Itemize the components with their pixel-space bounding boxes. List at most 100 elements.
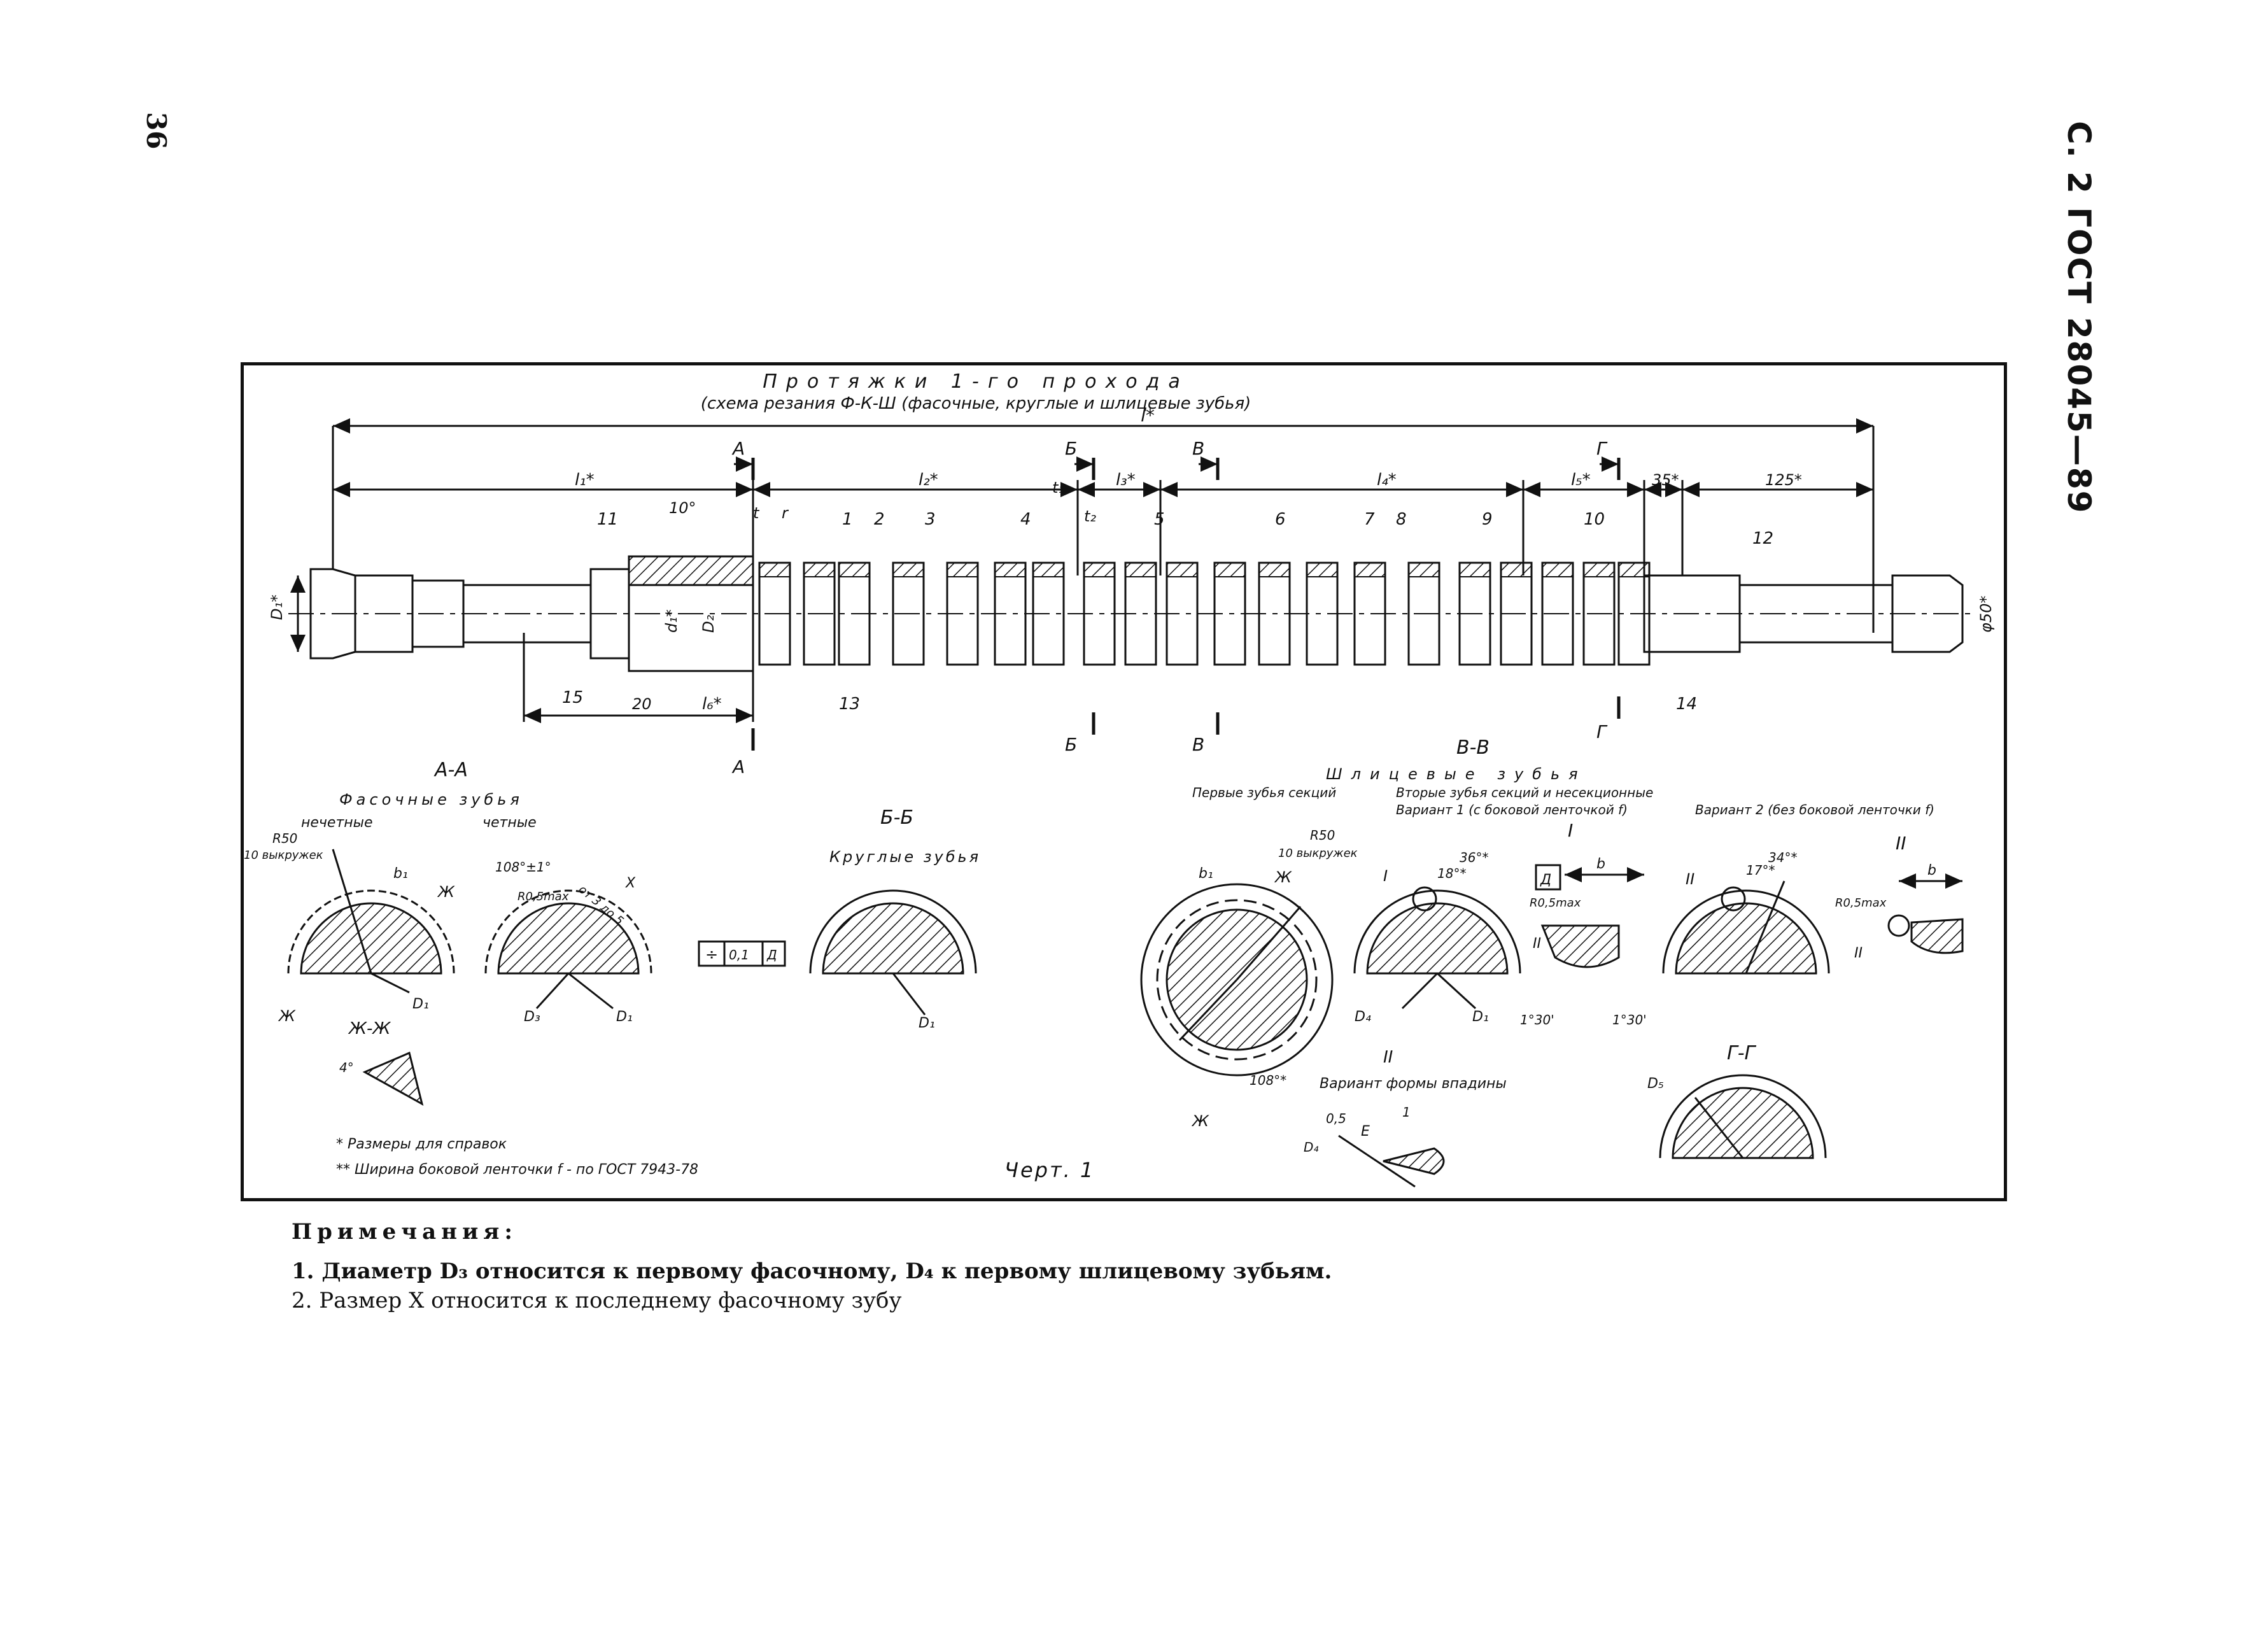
drawing-subtitle: (схема резания Ф-К-Ш (фасочные, круглые … [701,394,1251,413]
section-mark-B-bottom: Б [1065,734,1077,755]
detail-I-rmax: R0,5max [1530,896,1581,910]
callout-9: 9 [1482,510,1493,529]
drawing-frame: Протяжки 1-го прохода (схема резания Ф-К… [241,362,2007,1201]
tooth-hatch [759,562,791,577]
dim-D2: D₂ [700,615,717,633]
tolerance-base: Д [766,947,777,963]
dim-t1: t₁ [1052,479,1064,497]
tooth-hatch [1125,562,1157,577]
zhzh-profile [362,1051,424,1106]
callout-5: 5 [1154,510,1165,529]
label-R50-vv: R50 [1310,828,1335,843]
label-var2: Вариант 2 (без боковой ленточки f) [1695,802,1934,817]
label-D3-aa: D₃ [524,1009,540,1025]
dim-t: t [753,504,760,522]
label-zh-aa-left: Ж [278,1007,296,1025]
hatched-section [628,555,754,586]
section-gg [1659,1074,1827,1159]
label-34: 34°* [1768,850,1797,865]
dim-t2: t₂ [1084,507,1096,525]
tooth-hatch [1583,562,1615,577]
section-mark-V-bottom: В [1192,734,1204,755]
section-mark-G-top: Г [1596,438,1608,459]
section-aa-even [484,889,652,1010]
label-zh-vv: Ж [1274,868,1292,886]
callout-6: 6 [1275,510,1286,529]
note-1: 1. Диаметр D₃ относится к первому фасочн… [292,1259,1332,1284]
tooth-hatch [1306,562,1338,577]
callout-10: 10 [1584,510,1605,529]
dim-35: 35* [1652,471,1679,489]
dim-l6: l₆* [702,695,722,714]
label-b1-vv: b₁ [1199,866,1213,882]
detail-II-variant-caption: Вариант формы впадины [1320,1076,1507,1092]
callout-8: 8 [1396,510,1407,529]
label-zh-aa: Ж [437,883,455,901]
label-108-aa: 108°±1° [495,859,551,875]
section-sub-bb: Круглые зубья [829,848,981,866]
label-vykr-vv: 10 выкружек [1278,847,1358,860]
label-x-aa: X [625,875,636,891]
section-bb [809,889,977,1015]
tooth-hatch [1214,562,1246,577]
notes: Примечания: 1. Диаметр D₃ относится к пе… [292,1219,1947,1317]
section-mark-V-top: В [1192,438,1204,459]
tooth-hatch [1459,562,1491,577]
label-D5: D₅ [1647,1076,1664,1092]
dim-l5: l₅* [1571,470,1591,490]
section-vv-variant2 [1662,880,1830,975]
dim-20: 20 [632,695,652,713]
tolerance-frame [698,940,786,967]
label-b1-aa: b₁ [393,866,408,882]
detail-II-variant-title: II [1383,1048,1393,1067]
detail-II-title: II [1896,833,1906,854]
tooth-hatch [947,562,978,577]
tolerance-value: 0,1 [729,947,749,963]
label-17: 17°* [1746,863,1775,878]
dimension-overall [332,418,1875,633]
notes-title: Примечания: [292,1219,518,1245]
callout-13: 13 [839,695,860,714]
label-var1: Вариант 1 (с боковой ленточкой f) [1396,802,1628,817]
section-mark-B-top: Б [1065,438,1077,459]
detail-II-rmax: R0,5max [1835,896,1887,910]
label-even: четные [482,815,537,831]
detail-II-d1: 1 [1402,1105,1411,1120]
label-D1-aa: D₁ [412,996,429,1012]
note-2: 2. Размер X относится к последнему фасоч… [292,1288,902,1313]
callout-14: 14 [1676,695,1697,714]
label-vykr-aa: 10 выкружек [244,849,323,862]
label-36: 36°* [1460,850,1488,865]
label-rmax-aa: R0,5max [518,890,569,903]
dim-phi50: φ50* [1977,596,1995,633]
broach-drawing: Протяжки 1-го прохода (схема резания Ф-К… [244,371,1995,1188]
detail-I-base: Д [1540,872,1551,888]
detail-I [1535,864,1644,968]
label-D4-vv: D₄ [1355,1009,1371,1025]
section-sub-aa: Фасочные зубья [339,791,523,808]
detail-II [1887,873,1964,954]
dim-D1: D₁* [268,595,286,620]
section-title-bb: Б-Б [880,807,913,829]
callout-4: 4 [1020,510,1031,529]
detail-I-b: b [1596,856,1605,872]
label-D1-bb: D₁ [919,1015,935,1031]
dim-angle10: 10° [669,499,696,517]
detail-I-II: II [1533,936,1541,952]
dimension-partials [333,480,1873,723]
tooth-hatch [994,562,1026,577]
label-D1-vv: D₁ [1472,1009,1489,1025]
tooth-hatch [1083,562,1115,577]
footnote-1: * Размеры для справок [336,1136,507,1152]
tooth-hatch [1618,562,1650,577]
callout-12: 12 [1752,529,1773,548]
label-vv-second: Вторые зубья секций и несекционные [1396,785,1653,800]
section-title-vv: В-В [1456,737,1490,759]
label-D1-aa2: D₁ [616,1009,633,1025]
callout-2: 2 [874,510,885,529]
gost-header: С. 2 ГОСТ 28045—89 [2060,121,2097,514]
dim-r: r [782,504,789,522]
section-title-gg: Г-Г [1727,1042,1757,1064]
callout-3: 3 [925,510,936,529]
tooth-hatch [803,562,835,577]
